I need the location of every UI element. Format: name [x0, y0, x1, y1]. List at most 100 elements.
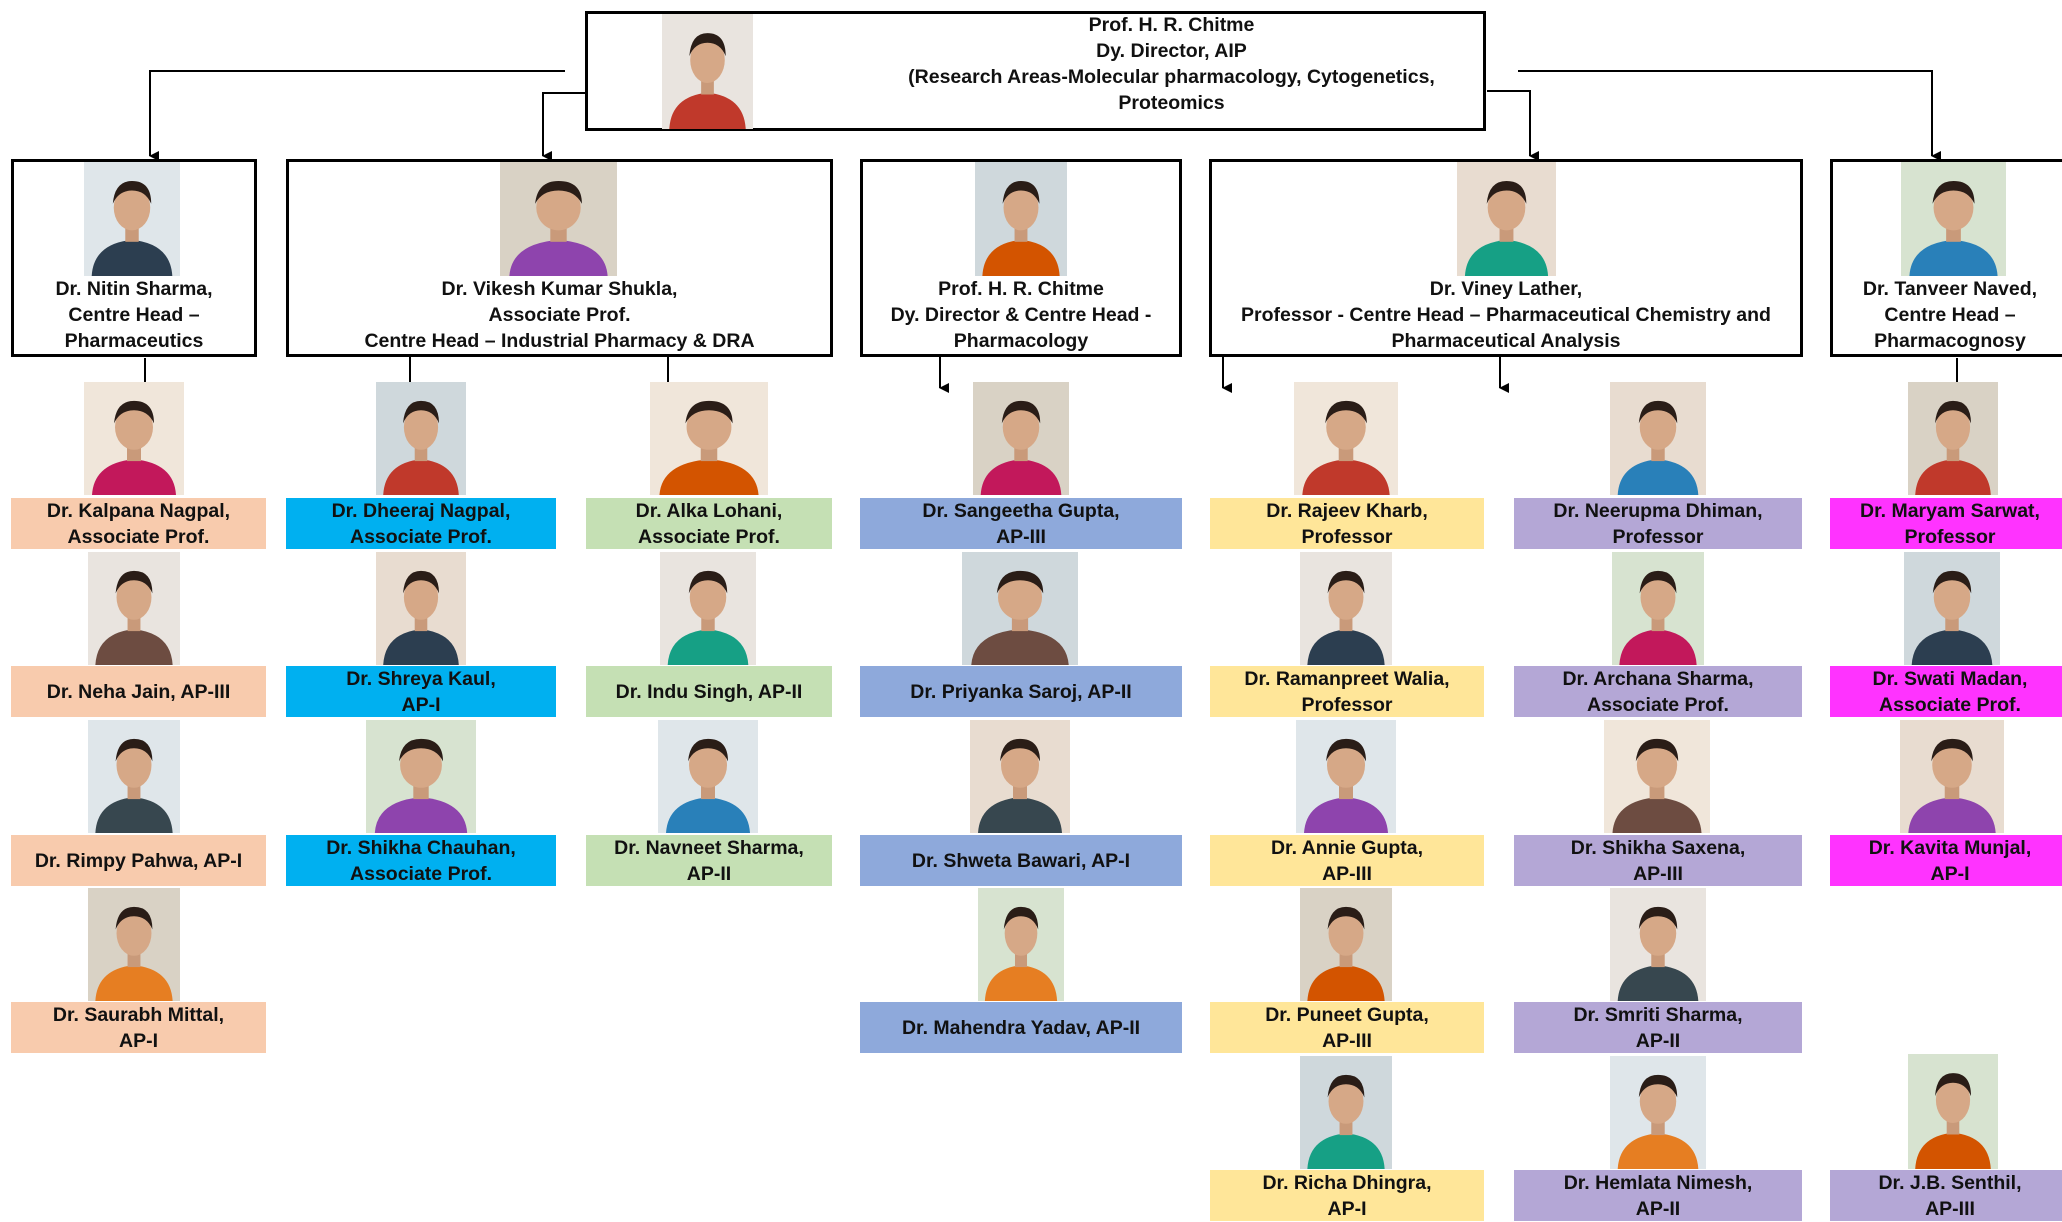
portrait-icon [88, 720, 180, 833]
member-photo [88, 888, 180, 1001]
portrait-icon [978, 888, 1064, 1001]
member-photo [978, 888, 1064, 1001]
member-label: Dr. Kavita Munjal, AP-I [1830, 835, 2062, 886]
portrait-icon [1908, 1054, 1998, 1169]
portrait-icon [662, 14, 753, 129]
member-label: Dr. Shikha Chauhan, Associate Prof. [286, 835, 556, 886]
member-photo [1612, 552, 1704, 665]
portrait-icon [366, 720, 476, 833]
member-photo [1610, 888, 1706, 1001]
member-label: Dr. Alka Lohani, Associate Prof. [586, 498, 832, 549]
member-photo [88, 720, 180, 833]
portrait-icon [660, 552, 756, 665]
portrait-icon [376, 382, 466, 495]
portrait-icon [1300, 552, 1392, 665]
portrait-icon [1908, 382, 1998, 495]
member-label: Dr. J.B. Senthil, AP-III [1830, 1170, 2062, 1221]
member-label: Dr. Ramanpreet Walia, Professor [1210, 666, 1484, 717]
member-label: Dr. Sangeetha Gupta, AP-III [860, 498, 1182, 549]
member-photo [1900, 720, 2004, 833]
member-photo [1610, 1056, 1706, 1169]
member-label: Dr. Saurabh Mittal, AP-I [11, 1002, 266, 1053]
member-photo [1904, 552, 2000, 665]
member-label: Dr. Swati Madan, Associate Prof. [1830, 666, 2062, 717]
head-photo-industrial-pharmacy [500, 162, 617, 276]
portrait-icon [88, 552, 180, 665]
member-photo [973, 382, 1069, 495]
member-photo [1908, 382, 1998, 495]
head-photo-chemistry-analysis [1457, 162, 1556, 276]
head-photo-pharmaceutics [84, 162, 180, 276]
head-photo-pharmacology [975, 162, 1067, 276]
member-label: Dr. Maryam Sarwat, Professor [1830, 498, 2062, 549]
member-photo [376, 382, 466, 495]
member-photo [1296, 720, 1396, 833]
portrait-icon [1604, 720, 1710, 833]
member-label: Dr. Smriti Sharma, AP-II [1514, 1002, 1802, 1053]
member-photo [660, 552, 756, 665]
member-photo [658, 720, 758, 833]
portrait-icon [1904, 552, 2000, 665]
member-label: Dr. Archana Sharma, Associate Prof. [1514, 666, 1802, 717]
member-label: Dr. Hemlata Nimesh, AP-II [1514, 1170, 1802, 1221]
member-label: Dr. Rimpy Pahwa, AP-I [11, 835, 266, 886]
member-photo [970, 720, 1070, 833]
head-text-pharmacology: Prof. H. R. Chitme Dy. Director & Centre… [890, 278, 1152, 352]
member-photo [1604, 720, 1710, 833]
portrait-icon [1300, 888, 1392, 1001]
member-label: Dr. Shweta Bawari, AP-I [860, 835, 1182, 886]
portrait-icon [1296, 720, 1396, 833]
portrait-icon [1612, 552, 1704, 665]
portrait-icon [1900, 720, 2004, 833]
member-label: Dr. Dheeraj Nagpal, Associate Prof. [286, 498, 556, 549]
portrait-icon [1610, 1056, 1706, 1169]
head-text-pharmacognosy: Dr. Tanveer Naved, Centre Head – Pharmac… [1862, 278, 2038, 352]
portrait-icon [650, 382, 768, 495]
member-label: Dr. Puneet Gupta, AP-III [1210, 1002, 1484, 1053]
member-label: Dr. Rajeev Kharb, Professor [1210, 498, 1484, 549]
member-label: Dr. Kalpana Nagpal, Associate Prof. [11, 498, 266, 549]
member-photo [1300, 1056, 1392, 1169]
member-label: Dr. Navneet Sharma, AP-II [586, 835, 832, 886]
member-photo [366, 720, 476, 833]
member-label: Dr. Indu Singh, AP-II [586, 666, 832, 717]
member-photo [376, 552, 466, 665]
member-label: Dr. Richa Dhingra, AP-I [1210, 1170, 1484, 1221]
director-text: Prof. H. R. Chitme Dy. Director, AIP (Re… [908, 14, 1435, 114]
portrait-icon [975, 162, 1067, 276]
portrait-icon [84, 382, 184, 495]
portrait-icon [1610, 888, 1706, 1001]
member-photo [1294, 382, 1398, 495]
member-label: Dr. Neha Jain, AP-III [11, 666, 266, 717]
head-text-industrial-pharmacy: Dr. Vikesh Kumar Shukla, Associate Prof.… [364, 278, 755, 352]
portrait-icon [84, 162, 180, 276]
member-photo [1300, 552, 1392, 665]
member-label: Dr. Mahendra Yadav, AP-II [860, 1002, 1182, 1053]
portrait-icon [500, 162, 617, 276]
member-label: Dr. Priyanka Saroj, AP-II [860, 666, 1182, 717]
portrait-icon [658, 720, 758, 833]
director-photo [662, 14, 753, 129]
portrait-icon [1294, 382, 1398, 495]
head-text-pharmaceutics: Dr. Nitin Sharma, Centre Head – Pharmace… [55, 278, 213, 352]
portrait-icon [1610, 382, 1706, 495]
portrait-icon [1901, 162, 2006, 276]
portrait-icon [1457, 162, 1556, 276]
member-label: Dr. Shreya Kaul, AP-I [286, 666, 556, 717]
member-photo [1908, 1054, 1998, 1169]
head-photo-pharmacognosy [1901, 162, 2006, 276]
portrait-icon [962, 552, 1078, 665]
member-label: Dr. Neerupma Dhiman, Professor [1514, 498, 1802, 549]
member-photo [650, 382, 768, 495]
member-photo [1610, 382, 1706, 495]
member-photo [84, 382, 184, 495]
head-text-chemistry-analysis: Dr. Viney Lather, Professor - Centre Hea… [1241, 278, 1771, 352]
member-label: Dr. Shikha Saxena, AP-III [1514, 835, 1802, 886]
portrait-icon [88, 888, 180, 1001]
member-label: Dr. Annie Gupta, AP-III [1210, 835, 1484, 886]
portrait-icon [376, 552, 466, 665]
portrait-icon [970, 720, 1070, 833]
member-photo [88, 552, 180, 665]
member-photo [1300, 888, 1392, 1001]
